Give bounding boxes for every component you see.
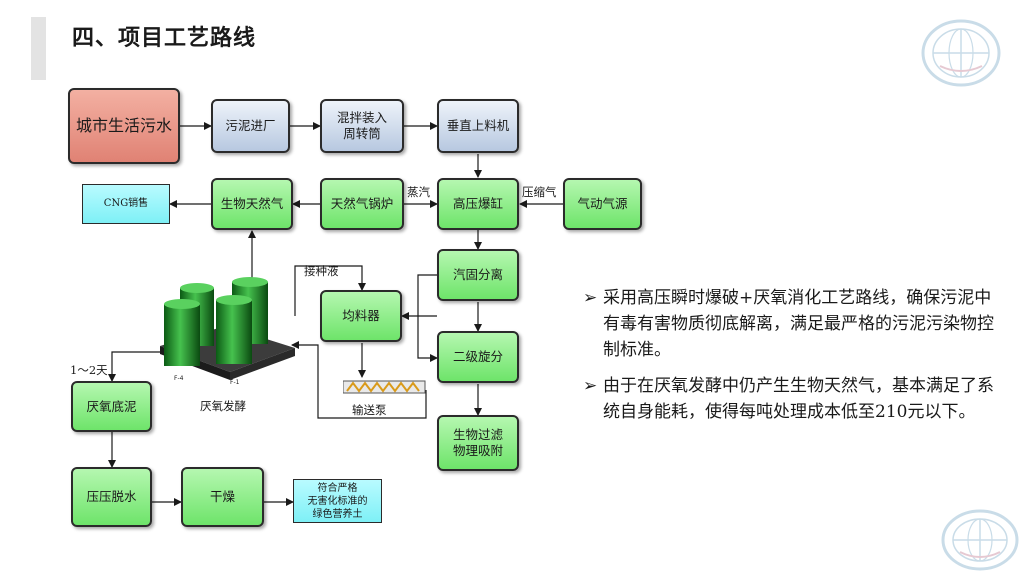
title-accent-bar <box>31 17 46 80</box>
node-biogas: 生物天然气 <box>211 178 293 230</box>
bullet-text: 由于在厌氧发酵中仍产生生物天然气，基本满足了系统自身能耗，使得每吨处理成本低至2… <box>603 376 994 422</box>
conveyor-pump-icon <box>343 380 426 394</box>
node-green-nutrient-soil: 符合严格 无害化标准的 绿色营养土 <box>293 479 382 523</box>
node-gas-boiler: 天然气锅炉 <box>320 178 404 230</box>
label-fermentation: 厌氧发酵 <box>200 399 246 413</box>
bullet-item: ➢ 采用高压瞬时爆破+厌氧消化工艺路线，确保污泥中有毒有害物质彻底解离，满足最严… <box>583 285 1003 363</box>
node-vertical-loader: 垂直上料机 <box>437 99 519 153</box>
slide-title: 四、项目工艺路线 <box>72 26 257 51</box>
node-press-dewatering: 压压脱水 <box>71 467 152 527</box>
node-urban-sewage: 城市生活污水 <box>68 88 180 164</box>
label-duration: 1～2天 <box>70 363 108 377</box>
node-high-pressure-explosion: 高压爆缸 <box>437 178 519 230</box>
anaerobic-digester-illustration: F-4 F-1 <box>160 277 295 386</box>
node-gas-solid-separation: 汽固分离 <box>437 249 519 301</box>
tank-tag-b: F-1 <box>230 379 240 386</box>
node-drying: 干燥 <box>181 467 264 527</box>
node-homogenizer: 均料器 <box>320 290 402 342</box>
node-sludge-intake: 污泥进厂 <box>211 99 290 153</box>
bullet-arrow-icon: ➢ <box>583 288 598 308</box>
bullet-text: 采用高压瞬时爆破+厌氧消化工艺路线，确保污泥中有毒有害物质彻底解离，满足最严格的… <box>603 288 994 360</box>
node-mix-silo: 混拌装入 周转筒 <box>320 99 404 153</box>
node-pneumatic-source: 气动气源 <box>563 178 642 230</box>
label-conveyor-pump: 输送泵 <box>352 403 387 417</box>
org-logo-bottom-icon <box>941 509 1019 571</box>
node-cng-sales: CNG销售 <box>82 184 170 224</box>
bullet-list: ➢ 采用高压瞬时爆破+厌氧消化工艺路线，确保污泥中有毒有害物质彻底解离，满足最严… <box>583 285 1003 435</box>
org-logo-top-icon <box>921 19 1001 87</box>
node-bio-filter: 生物过滤 物理吸附 <box>437 415 519 471</box>
label-compressed-air: 压缩气 <box>522 185 557 199</box>
node-secondary-cyclone: 二级旋分 <box>437 331 519 383</box>
bullet-item: ➢ 由于在厌氧发酵中仍产生生物天然气，基本满足了系统自身能耗，使得每吨处理成本低… <box>583 373 1003 425</box>
tank-tag-a: F-4 <box>174 375 184 382</box>
bullet-arrow-icon: ➢ <box>583 376 598 396</box>
label-inoculum: 接种液 <box>304 264 339 278</box>
node-anaerobic-bottom-sludge: 厌氧底泥 <box>71 381 152 432</box>
label-steam: 蒸汽 <box>407 185 430 199</box>
